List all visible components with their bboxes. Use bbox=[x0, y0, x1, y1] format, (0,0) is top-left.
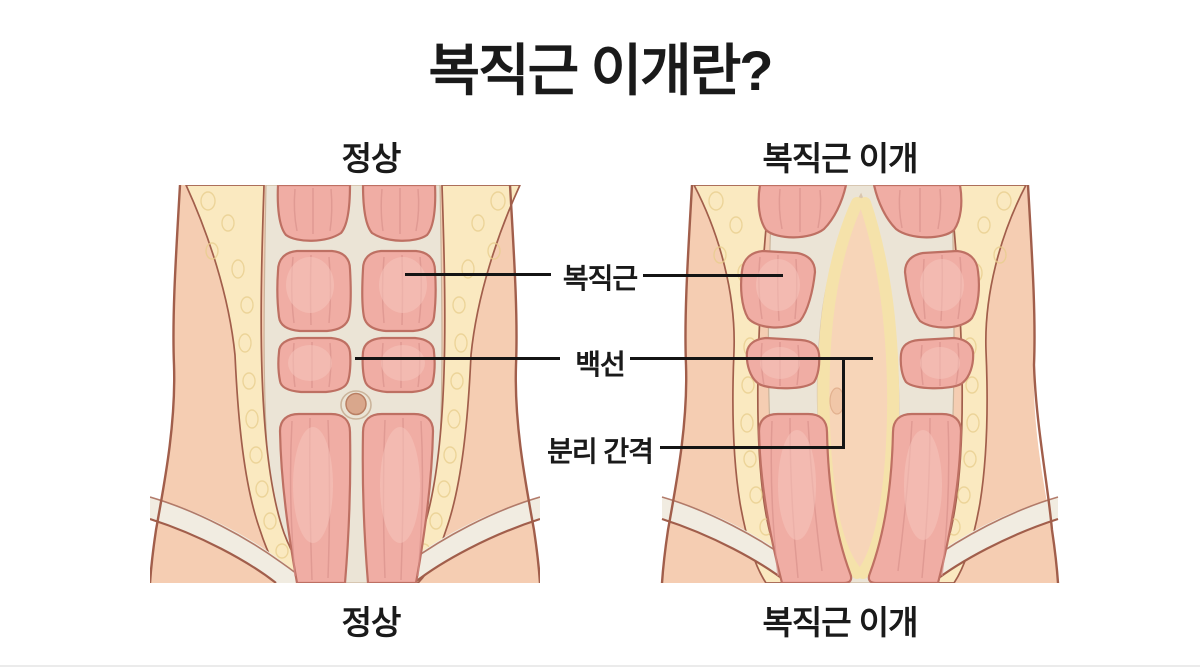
torso-outline-right bbox=[1026, 185, 1060, 583]
navel bbox=[340, 390, 372, 420]
linea-alba-pointer-line-right bbox=[630, 357, 873, 360]
annotation-separation-gap-label: 분리 간격 bbox=[547, 436, 654, 467]
muscle-highlights bbox=[286, 257, 427, 543]
rectus-pointer-line-left bbox=[405, 273, 551, 276]
figure-normal-top-label: 정상 bbox=[341, 140, 402, 177]
page-title: 복직근 이개란? bbox=[428, 39, 774, 102]
fat-band-left bbox=[185, 185, 317, 583]
inguinal-fascia-bands bbox=[150, 496, 540, 583]
muscle-highlights bbox=[756, 259, 964, 540]
annotation-rectus-label: 복직근 bbox=[562, 263, 638, 294]
figure-normal-illustration bbox=[150, 185, 540, 583]
separation-gap-pointer-line bbox=[660, 446, 845, 449]
torso-outline-right bbox=[508, 185, 540, 583]
figure-diastasis-top-label: 복직근 이개 bbox=[762, 140, 919, 177]
torso-outline-left bbox=[660, 185, 694, 583]
diastasis-abdomen-svg bbox=[660, 185, 1060, 583]
linea-alba-pointer-line-left bbox=[355, 357, 560, 360]
annotation-linea-alba-label: 백선 bbox=[575, 349, 626, 380]
torso-outline-left bbox=[150, 185, 182, 583]
separation-gap-bracket-line bbox=[842, 359, 845, 449]
fat-band-right bbox=[389, 185, 521, 583]
figure-diastasis-illustration bbox=[660, 185, 1060, 583]
rectus-pointer-line-right bbox=[643, 274, 783, 277]
figure-diastasis-bottom-label: 복직근 이개 bbox=[762, 604, 919, 641]
bottom-hairline bbox=[0, 665, 1200, 667]
figure-normal-bottom-label: 정상 bbox=[341, 604, 402, 641]
normal-abdomen-svg bbox=[150, 185, 540, 583]
